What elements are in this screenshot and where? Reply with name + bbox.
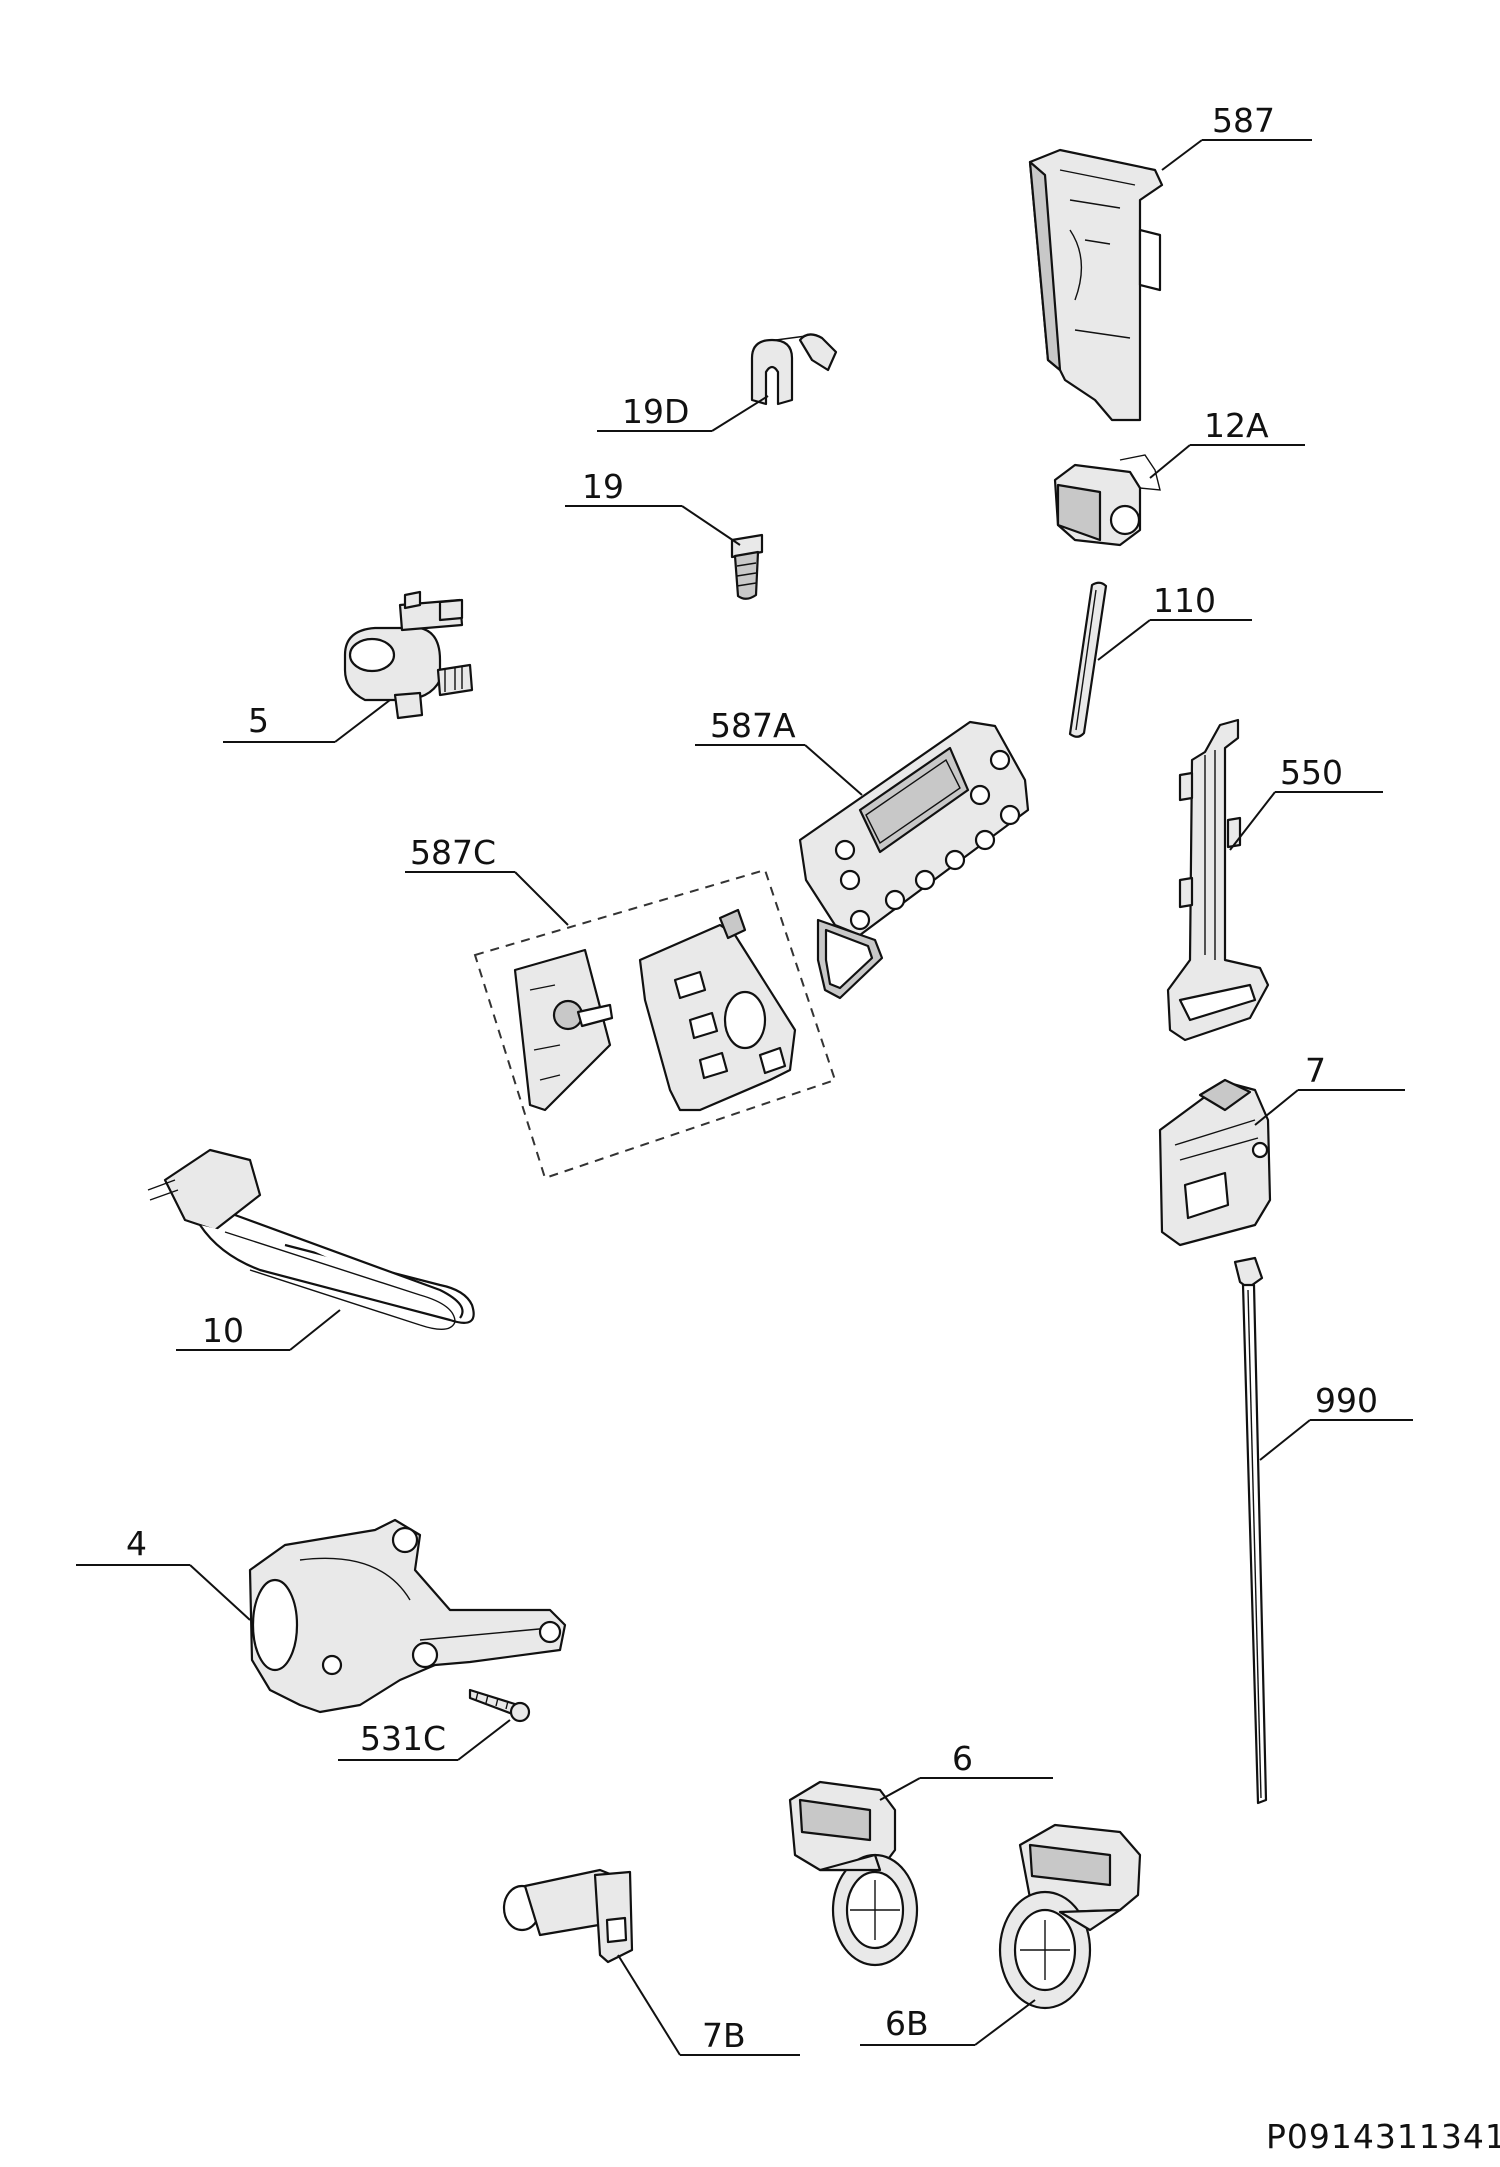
- part-6-drain-pump[interactable]: [788, 1780, 919, 1967]
- part-990-rod[interactable]: [1233, 1256, 1268, 1805]
- callout-587A: 587A: [710, 706, 796, 745]
- callout-7: 7: [1305, 1051, 1326, 1090]
- part-7-door-lock[interactable]: [1158, 1078, 1272, 1247]
- part-110-hose[interactable]: [1068, 581, 1108, 738]
- label-587: 587: [1161, 101, 1312, 171]
- callout-10: 10: [202, 1311, 244, 1350]
- part-587-housing[interactable]: [1028, 148, 1164, 422]
- part-550-bracket[interactable]: [1166, 718, 1270, 1042]
- label-6B: 6B: [860, 1999, 1036, 2046]
- part-587A-pcb[interactable]: [798, 720, 1030, 1000]
- part-19D-clip[interactable]: [750, 333, 838, 406]
- callout-587: 587: [1212, 101, 1275, 140]
- label-7: 7: [1254, 1051, 1405, 1126]
- part-5-inlet-valve[interactable]: [343, 590, 474, 720]
- part-6B-drain-pump[interactable]: [998, 1823, 1142, 2010]
- label-4: 4: [76, 1524, 251, 1621]
- part-587C-kit[interactable]: [473, 868, 837, 1180]
- label-587C: 587C: [405, 833, 569, 926]
- callout-550: 550: [1280, 753, 1343, 792]
- callout-7B: 7B: [702, 2016, 746, 2055]
- label-531C: 531C: [338, 1719, 511, 1761]
- callout-19: 19: [582, 467, 624, 506]
- label-19: 19: [565, 467, 741, 546]
- label-550: 550: [1229, 753, 1383, 851]
- label-110: 110: [1097, 581, 1252, 661]
- callout-990: 990: [1315, 1381, 1378, 1420]
- part-10-heater[interactable]: [147, 1148, 475, 1330]
- callout-6: 6: [952, 1739, 973, 1778]
- pcb-knobs: [834, 749, 1021, 931]
- label-7B: 7B: [617, 1954, 800, 2056]
- label-12A: 12A: [1149, 406, 1305, 479]
- part-531C-screw[interactable]: [468, 1688, 531, 1723]
- callout-110: 110: [1153, 581, 1216, 620]
- part-7B-sensor[interactable]: [502, 1868, 634, 1964]
- callout-531C: 531C: [360, 1719, 446, 1758]
- callout-19D: 19D: [622, 392, 689, 431]
- label-587A: 587A: [695, 706, 863, 796]
- part-12A-switch[interactable]: [1053, 454, 1161, 547]
- label-10: 10: [176, 1309, 341, 1351]
- callout-4: 4: [126, 1524, 147, 1563]
- drawing-code: P09143113415: [1266, 2117, 1500, 2156]
- label-990: 990: [1259, 1381, 1413, 1461]
- callout-5: 5: [248, 701, 269, 740]
- label-5: 5: [223, 699, 391, 743]
- part-19-fastener[interactable]: [730, 533, 764, 600]
- label-19D: 19D: [597, 392, 769, 432]
- part-4-motor[interactable]: [248, 1518, 567, 1714]
- label-6: 6: [879, 1739, 1053, 1801]
- callout-587C: 587C: [410, 833, 496, 872]
- callout-12A: 12A: [1204, 406, 1269, 445]
- callout-6B: 6B: [885, 2004, 929, 2043]
